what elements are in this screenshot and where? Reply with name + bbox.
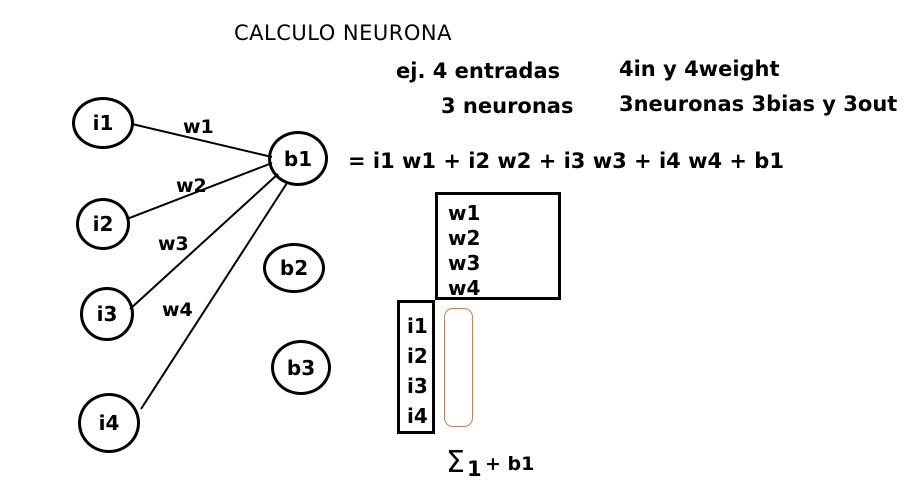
input-vector-box: i1 i2 i3 i4 xyxy=(397,300,435,434)
bias-node-b3: b3 xyxy=(271,340,331,395)
input-node-i2: i2 xyxy=(76,198,130,250)
weight-label-w1: w1 xyxy=(183,116,214,138)
edge-i1-b1 xyxy=(131,123,273,158)
note-inputs-weights: 4in y 4weight xyxy=(619,57,780,81)
edge-i2-b1 xyxy=(126,162,273,220)
input-label: i4 xyxy=(98,411,120,435)
input-box-entry: i3 xyxy=(407,374,428,398)
weight-box-entry: w2 xyxy=(448,226,481,250)
bias-label: b1 xyxy=(283,146,313,171)
input-label: i3 xyxy=(96,302,118,326)
input-node-i3: i3 xyxy=(80,287,134,341)
example-neurons-text: 3 neuronas xyxy=(441,94,574,118)
bias-label: b2 xyxy=(279,256,309,280)
weight-label-w3: w3 xyxy=(158,233,189,255)
example-inputs-text: ej. 4 entradas xyxy=(396,59,561,83)
weight-label-w4: w4 xyxy=(162,299,193,321)
bias-node-b2: b2 xyxy=(263,243,325,293)
bias-label: b3 xyxy=(286,355,316,380)
weight-label-w2: w2 xyxy=(176,175,207,197)
weight-box-entry: w3 xyxy=(448,251,481,275)
sum-subscript: 1 xyxy=(467,457,482,481)
result-column-highlight xyxy=(444,308,473,427)
input-box-entry: i4 xyxy=(407,404,428,428)
bias-node-b1: b1 xyxy=(268,131,328,186)
neuron-formula: = i1 w1 + i2 w2 + i3 w3 + i4 w4 + b1 xyxy=(348,149,784,173)
weight-box-entry: w4 xyxy=(448,276,481,300)
edge-i3-b1 xyxy=(129,173,279,310)
sum-bias-term: + b1 xyxy=(485,453,535,475)
input-label: i2 xyxy=(92,212,114,236)
input-label: i1 xyxy=(92,111,114,135)
sum-symbol: Σ xyxy=(446,445,465,480)
weight-box-entry: w1 xyxy=(448,201,481,225)
diagram-title: CALCULO NEURONA xyxy=(234,21,452,45)
input-node-i4: i4 xyxy=(78,393,140,453)
edge-i4-b1 xyxy=(140,182,288,410)
input-box-entry: i1 xyxy=(407,314,428,338)
input-box-entry: i2 xyxy=(407,344,428,368)
weight-vector-box: w1 w2 w3 w4 xyxy=(435,192,561,300)
input-node-i1: i1 xyxy=(72,97,134,149)
note-neurons-bias-out: 3neuronas 3bias y 3out xyxy=(619,92,898,116)
